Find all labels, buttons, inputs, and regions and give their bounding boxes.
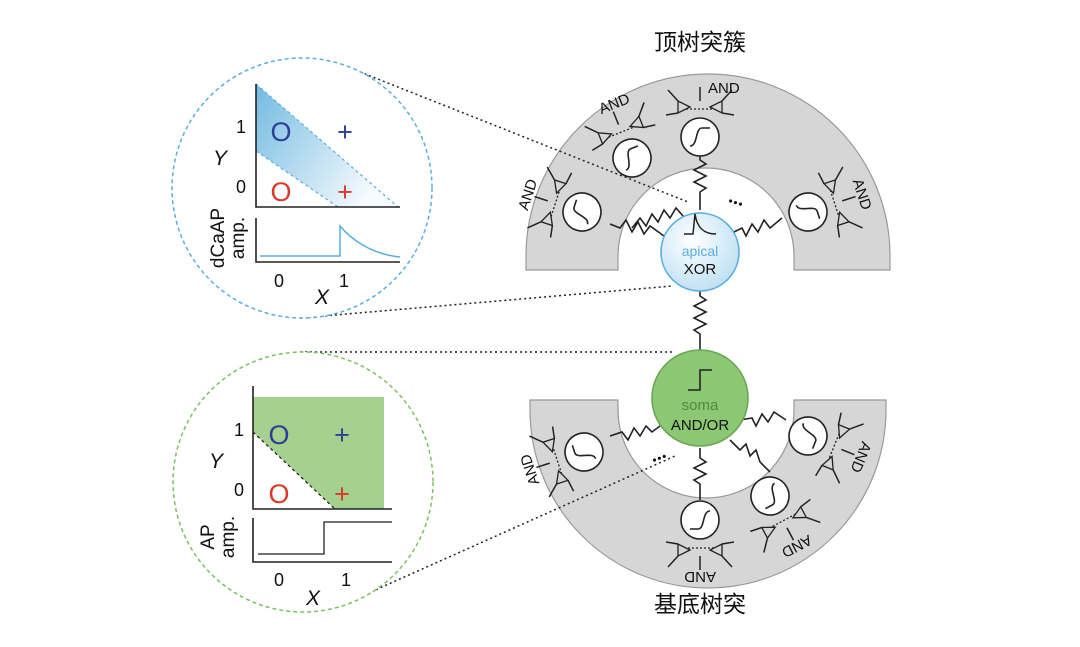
resistor-connectors [609, 150, 787, 500]
soma-compartment: soma AND/OR [651, 349, 749, 447]
bottom-marker-11: + [334, 420, 350, 450]
bottom-xtick-1: 1 [341, 570, 351, 590]
soma-name: soma [682, 397, 719, 414]
top-marker-01: O [270, 117, 291, 147]
top-inset: O + O + 1 0 Y 0 1 X dCaAP amp. [171, 57, 433, 319]
top-marker-11: + [337, 117, 353, 147]
bottom-marker-00: O [268, 479, 289, 509]
top-trace-axes [255, 218, 400, 263]
soma-function: AND/OR [671, 417, 730, 434]
bottom-ytick-1: 1 [234, 420, 244, 440]
and-label: AND [708, 80, 740, 97]
bottom-marker-01: O [268, 420, 289, 450]
bottom-yaxis-label: Y [209, 450, 225, 473]
bottom-marker-10: + [334, 479, 350, 509]
bottom-xaxis-label: X [305, 587, 321, 610]
dcaap-trace [260, 223, 401, 258]
bottom-xtick-0: 0 [274, 570, 284, 590]
top-ytick-1: 1 [236, 117, 246, 137]
apical-ellipsis: ••• [726, 194, 745, 212]
basal-ellipsis: ••• [650, 449, 669, 467]
apical-unit-top: AND [665, 80, 740, 157]
bottom-inset: O + O + 1 0 Y 0 1 X AP amp. [172, 351, 434, 613]
bottom-plot-axes [252, 386, 392, 510]
and-label: AND [684, 568, 716, 585]
spike-icon [684, 213, 717, 235]
top-trace-label-line2: amp. [228, 217, 249, 259]
top-plot-axes [255, 84, 400, 208]
top-ytick-0: 0 [236, 177, 246, 197]
top-marker-00: O [270, 177, 291, 207]
top-xtick-0: 0 [274, 271, 284, 291]
apical-tree-label: 顶树突簇 [654, 30, 746, 56]
bottom-ytick-0: 0 [234, 480, 244, 500]
apical-function: XOR [684, 261, 717, 278]
top-yaxis-label: Y [213, 147, 229, 170]
apical-compartment: apical XOR [660, 212, 740, 292]
zoom-lines [299, 69, 689, 609]
bottom-trace-label-line1: AP [198, 524, 219, 549]
top-trace-label-line1: dCaAP [208, 208, 229, 268]
top-xaxis-label: X [314, 286, 330, 309]
basal-unit-bottom: AND [665, 500, 735, 585]
basal-tree-label: 基底树突 [654, 592, 746, 618]
bottom-trace-label-line2: amp. [218, 516, 239, 558]
step-icon [688, 369, 712, 391]
bottom-trace-axes [252, 518, 392, 563]
top-xtick-1: 1 [339, 271, 349, 291]
apical-name: apical [682, 243, 719, 259]
ap-trace [258, 521, 392, 555]
top-marker-10: + [337, 177, 353, 207]
